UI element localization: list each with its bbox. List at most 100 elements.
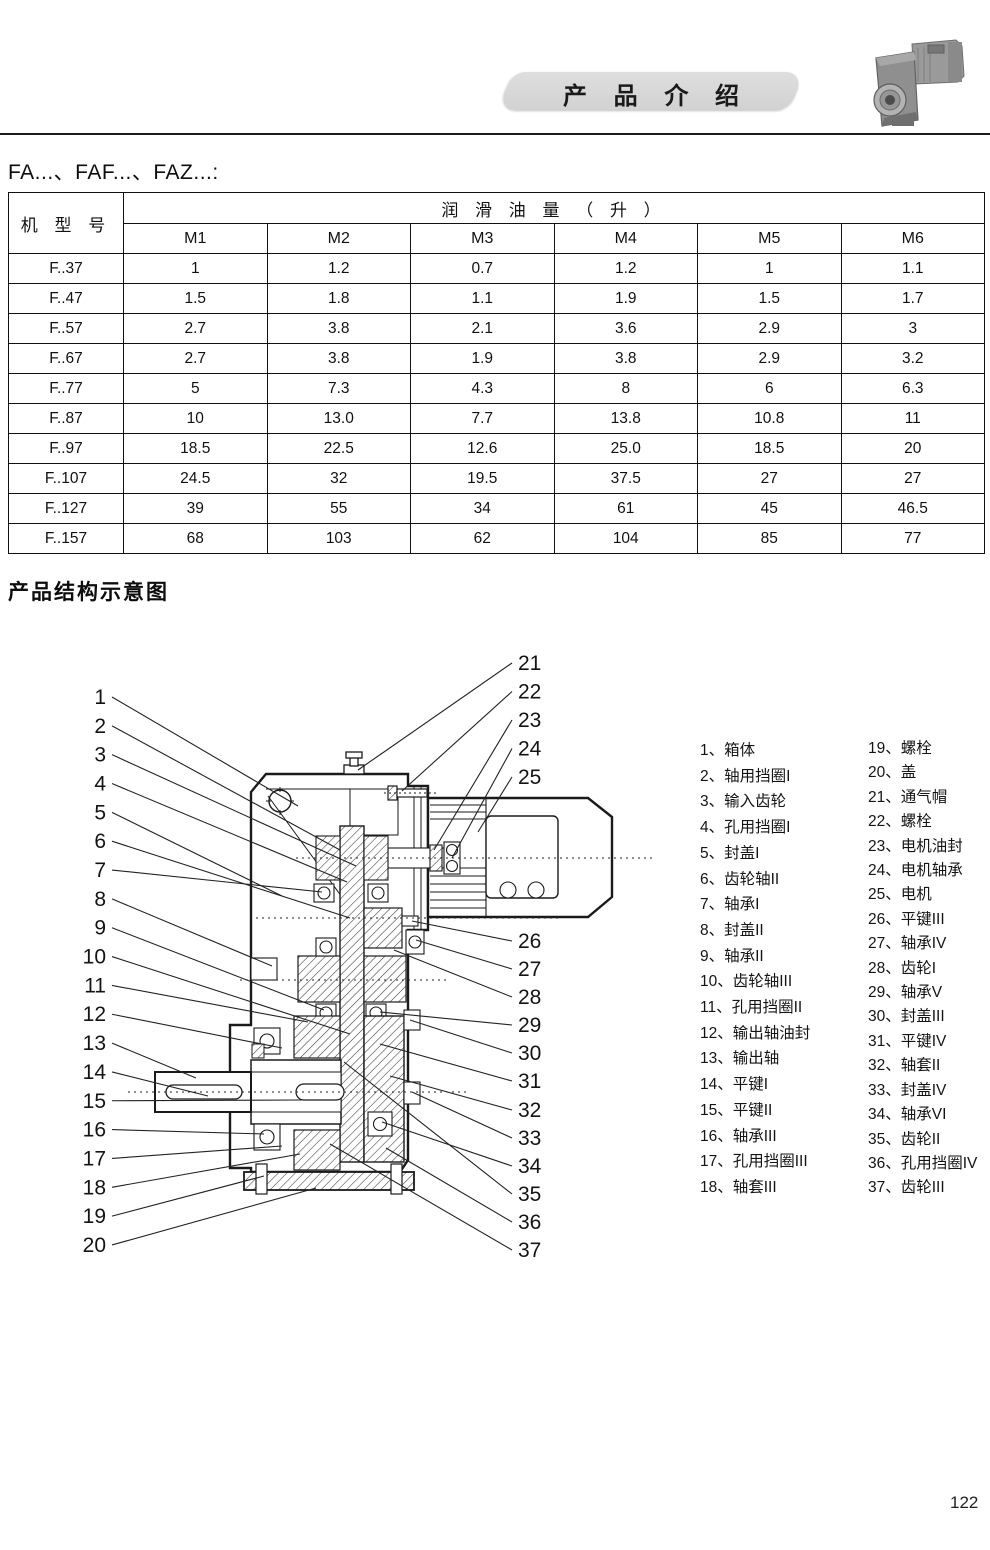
oil-value-cell: 13.8 — [553, 403, 698, 434]
oil-value-cell: 39 — [123, 493, 268, 524]
legend-item: 26、平键III — [868, 910, 945, 928]
oil-value-cell: 6.3 — [840, 373, 985, 404]
legend-item: 9、轴承II — [700, 947, 764, 965]
oil-value-cell: 13.0 — [266, 403, 411, 434]
oil-value-cell: 1 — [123, 253, 268, 284]
oil-value-cell: 19.5 — [410, 463, 555, 494]
oil-value-cell: 24.5 — [123, 463, 268, 494]
legend-item: 1、箱体 — [700, 742, 756, 759]
callout-number: 21 — [518, 652, 541, 675]
central-gear-shaft — [339, 825, 365, 1163]
leader-line — [389, 1075, 513, 1111]
callout-number: 28 — [518, 986, 541, 1009]
legend-item: 14、平键I — [700, 1076, 769, 1094]
mid-gear-right — [363, 955, 407, 1003]
col-header-m5: M5 — [697, 223, 842, 254]
oil-value-cell: 2.7 — [123, 313, 268, 344]
callout-number: 22 — [518, 681, 541, 704]
top-bolt — [384, 785, 436, 801]
oil-value-cell: 18.5 — [697, 433, 842, 464]
oil-value-cell: 11 — [840, 403, 985, 434]
leader-line — [381, 1121, 513, 1167]
oil-value-cell: 8 — [553, 373, 698, 404]
oil-value-cell: 20 — [840, 433, 985, 464]
legend-item: 17、孔用挡圈III — [700, 1153, 808, 1171]
callout-number: 34 — [518, 1155, 542, 1178]
output-gear-column — [363, 1015, 405, 1163]
leader-line — [357, 662, 513, 771]
model-cell: F..67 — [8, 343, 124, 374]
callout-number: 4 — [94, 773, 106, 796]
callout-number: 6 — [94, 830, 106, 853]
oil-value-cell: 32 — [266, 463, 411, 494]
model-cell: F..77 — [8, 373, 124, 404]
callout-number: 20 — [83, 1234, 106, 1257]
oil-value-cell: 3.8 — [553, 343, 698, 374]
leader-line — [111, 1187, 317, 1246]
table-header-row-2: M1 M2 M3 M4 M5 M6 — [9, 223, 985, 254]
legend-item: 32、轴套II — [868, 1057, 941, 1075]
oil-value-cell: 1.1 — [410, 283, 555, 314]
callout-number: 11 — [84, 974, 106, 997]
leader-line — [111, 725, 341, 851]
callout-number: 10 — [83, 946, 106, 969]
oil-value-cell: 2.7 — [123, 343, 268, 374]
oil-value-cell: 1.1 — [840, 253, 985, 284]
oil-value-cell: 104 — [553, 523, 698, 554]
leader-line — [111, 1145, 283, 1159]
leader-line — [385, 1147, 513, 1223]
oil-value-cell: 55 — [266, 493, 411, 524]
cover-three — [403, 1009, 421, 1031]
callout-number: 27 — [518, 958, 541, 981]
callout-number: 1 — [94, 686, 106, 709]
oil-group-header-cell: 润 滑 油 量 （ 升 ） — [123, 192, 985, 224]
legend-item: 23、电机油封 — [868, 837, 963, 855]
oil-value-cell: 1.5 — [123, 283, 268, 314]
product-photo — [873, 39, 965, 127]
callout-number: 23 — [518, 709, 541, 732]
legend-item: 27、轴承IV — [868, 935, 947, 953]
callout-number: 8 — [94, 888, 106, 911]
callout-number: 19 — [83, 1205, 106, 1228]
bottom-cover — [243, 1163, 415, 1195]
oil-value-cell: 4.3 — [410, 373, 555, 404]
callout-number: 25 — [518, 766, 541, 789]
legend-item: 25、电机 — [868, 886, 932, 904]
oil-value-cell: 37.5 — [553, 463, 698, 494]
legend-item: 13、输出轴 — [700, 1050, 780, 1068]
oil-value-cell: 1.2 — [266, 253, 411, 284]
legend-item: 36、孔用挡圈IV — [868, 1154, 978, 1172]
leader-line — [111, 984, 309, 1023]
oil-value-cell: 3 — [840, 313, 985, 344]
leader-line — [411, 920, 513, 942]
legend-item: 18、轴套III — [700, 1178, 777, 1196]
output-gear-top — [293, 1015, 341, 1059]
legend-item: 31、平键IV — [868, 1032, 947, 1050]
oil-value-cell: 2.9 — [697, 343, 842, 374]
oil-value-cell: 2.9 — [697, 313, 842, 344]
leader-line — [111, 1071, 209, 1097]
mid-gear-left — [297, 955, 341, 1003]
oil-value-cell: 1.9 — [410, 343, 555, 374]
header-divider — [0, 133, 990, 135]
oil-value-cell: 2.1 — [410, 313, 555, 344]
callout-number: 17 — [83, 1147, 106, 1170]
leader-line — [111, 754, 357, 867]
oil-value-cell: 6 — [697, 373, 842, 404]
leader-line — [451, 748, 513, 859]
flange-nut — [401, 915, 419, 927]
col-header-m3: M3 — [410, 223, 555, 254]
callout-number: 32 — [518, 1099, 541, 1122]
callout-number: 14 — [83, 1061, 107, 1084]
callout-number: 16 — [83, 1119, 106, 1142]
legend-item: 8、封盖II — [700, 921, 764, 939]
leader-line — [401, 691, 513, 792]
oil-value-cell: 68 — [123, 523, 268, 554]
